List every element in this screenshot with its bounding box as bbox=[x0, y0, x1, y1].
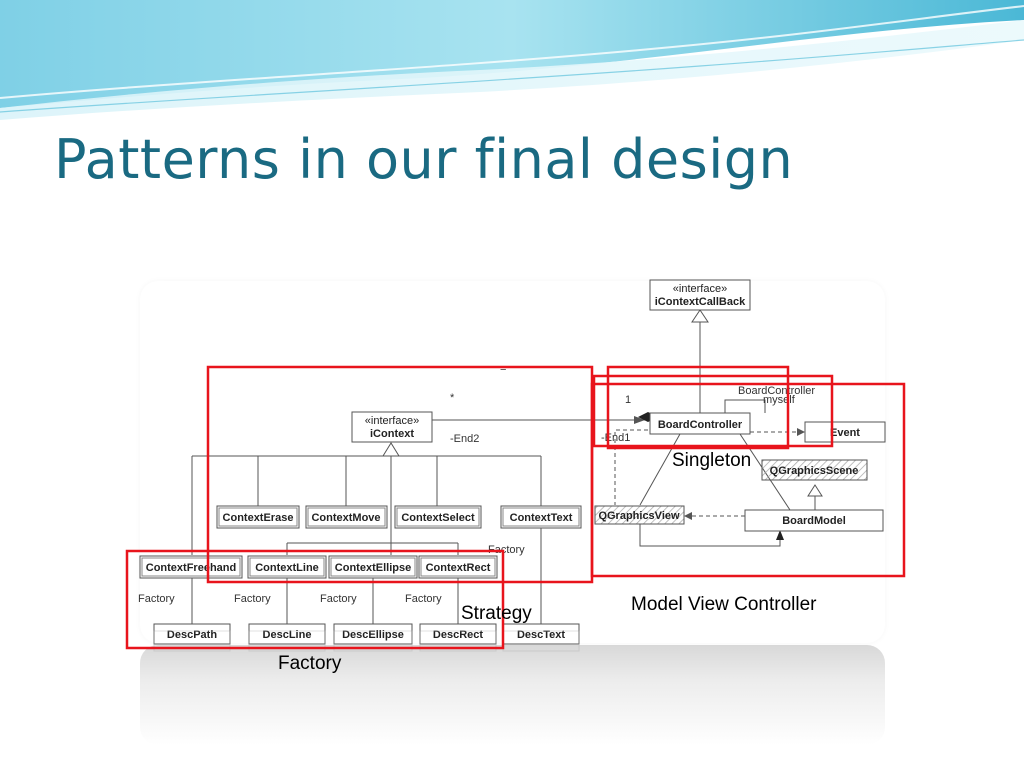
multiplicity-star: * bbox=[450, 392, 455, 404]
role-end2: -End2 bbox=[450, 433, 479, 445]
svg-text:ContextText: ContextText bbox=[510, 512, 573, 524]
svg-text:DescEllipse: DescEllipse bbox=[342, 629, 404, 641]
svg-text:ContextFreehand: ContextFreehand bbox=[146, 562, 236, 574]
svg-text:ContextMove: ContextMove bbox=[311, 512, 380, 524]
svg-text:DescText: DescText bbox=[517, 629, 565, 641]
class-contextline: ContextLine bbox=[247, 555, 327, 579]
view-model-arrow bbox=[776, 530, 784, 540]
icontext-inheritance-arrowhead bbox=[382, 442, 400, 457]
class-desctext: DescText bbox=[502, 623, 580, 645]
svg-text:DescRect: DescRect bbox=[433, 629, 483, 641]
singleton-highlight-box bbox=[606, 365, 790, 450]
association-arrow bbox=[634, 416, 645, 424]
class-descpath: DescPath bbox=[153, 623, 231, 645]
dependency-arrow-event bbox=[797, 428, 805, 436]
svg-text:ContextLine: ContextLine bbox=[255, 562, 319, 574]
factory-label-path: Factory bbox=[138, 593, 175, 605]
class-descrect: DescRect bbox=[419, 623, 497, 645]
class-qgraphicsscene: QGraphicsScene bbox=[761, 459, 868, 481]
class-icontext: «interface» iContext bbox=[351, 411, 433, 443]
strategy-label: Strategy bbox=[461, 603, 532, 624]
class-contextmove: ContextMove bbox=[305, 505, 388, 529]
class-descellipse: DescEllipse bbox=[333, 623, 413, 645]
desc-row-reflection bbox=[153, 630, 580, 652]
svg-text:DescLine: DescLine bbox=[263, 629, 312, 641]
svg-text:ContextErase: ContextErase bbox=[223, 512, 294, 524]
svg-text:QGraphicsScene: QGraphicsScene bbox=[770, 465, 859, 477]
class-contexterase: ContextErase bbox=[216, 505, 300, 529]
factory-label-rect: Factory bbox=[405, 593, 442, 605]
svg-text:ContextSelect: ContextSelect bbox=[401, 512, 475, 524]
role-boardcontroller: BoardController bbox=[738, 385, 815, 397]
slide-title: Patterns in our final design bbox=[54, 128, 794, 191]
factory-label: Factory bbox=[278, 653, 342, 674]
header-waves bbox=[0, 0, 1024, 120]
svg-text:BoardModel: BoardModel bbox=[782, 515, 846, 527]
role-end1: -End1 bbox=[601, 432, 630, 444]
class-descline: DescLine bbox=[248, 623, 326, 645]
equals-label: = bbox=[500, 363, 506, 375]
factory-label-ellipse: Factory bbox=[320, 593, 357, 605]
class-contextfreehand: ContextFreehand bbox=[139, 555, 243, 579]
class-qgraphicsview: QGraphicsView bbox=[594, 505, 685, 525]
diagram-reflection bbox=[140, 645, 885, 745]
svg-text:BoardController: BoardController bbox=[658, 419, 743, 431]
mvc-highlight-box bbox=[590, 382, 906, 578]
factory-label-line: Factory bbox=[234, 593, 271, 605]
svg-text:QGraphicsView: QGraphicsView bbox=[598, 510, 680, 522]
controller-highlight-box bbox=[592, 374, 834, 448]
svg-text:«interface»: «interface» bbox=[673, 283, 727, 295]
svg-text:Event: Event bbox=[830, 427, 860, 439]
svg-text:«interface»: «interface» bbox=[365, 415, 419, 427]
self-association-loop bbox=[724, 399, 766, 413]
svg-text:DescPath: DescPath bbox=[167, 629, 217, 641]
dependency-line-view bbox=[614, 429, 648, 505]
singleton-label: Singleton bbox=[672, 450, 751, 471]
scene-inheritance-arrowhead bbox=[807, 484, 823, 497]
factory-highlight-box bbox=[125, 549, 505, 650]
svg-text:iContextCallBack: iContextCallBack bbox=[655, 296, 746, 308]
class-contextselect: ContextSelect bbox=[394, 505, 482, 529]
multiplicity-one: 1 bbox=[625, 394, 631, 406]
class-boardmodel: BoardModel bbox=[744, 509, 884, 532]
svg-text:iContext: iContext bbox=[370, 428, 414, 440]
class-event: Event bbox=[804, 421, 886, 443]
mvc-label: Model View Controller bbox=[631, 594, 817, 615]
factory-label-text: Factory bbox=[488, 544, 525, 556]
class-contexttext: ContextText bbox=[500, 505, 582, 529]
class-boardcontroller: BoardController bbox=[649, 412, 751, 435]
role-myself: myself bbox=[763, 394, 796, 406]
realization-arrowhead bbox=[691, 309, 709, 323]
class-contextrect: ContextRect bbox=[418, 555, 498, 579]
class-icontextcallback: «interface» iContextCallBack bbox=[649, 279, 751, 311]
svg-text:ContextEllipse: ContextEllipse bbox=[335, 562, 411, 574]
class-contextellipse: ContextEllipse bbox=[328, 555, 418, 579]
model-view-arrow bbox=[684, 512, 692, 520]
svg-text:ContextRect: ContextRect bbox=[426, 562, 491, 574]
